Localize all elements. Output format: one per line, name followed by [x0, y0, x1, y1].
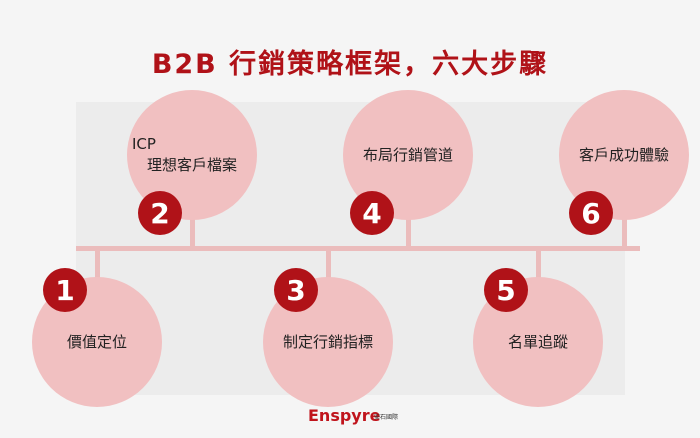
step-1-badge: 1 [43, 268, 87, 312]
connector-stem [536, 248, 541, 288]
timeline-bar [76, 246, 640, 251]
step-6-label: 客戶成功體驗 [578, 145, 669, 164]
step-5-label: 名單追蹤 [507, 332, 568, 351]
step-3-label: 制定行銷指標 [282, 332, 373, 351]
step-2-label-top: ICP [132, 135, 156, 153]
connector-stem [406, 210, 411, 248]
step-5-badge: 5 [484, 268, 528, 312]
brand-logo-subtitle: 安石國際 [374, 414, 399, 421]
connector-stem [326, 248, 331, 288]
step-2-label: 理想客戶檔案 [146, 156, 237, 174]
step-4-badge: 4 [350, 191, 394, 235]
step-2-badge: 2 [138, 191, 182, 235]
step-4-label: 布局行銷管道 [362, 145, 453, 164]
step-3-badge: 3 [274, 268, 318, 312]
brand-logo: Enspyre [308, 406, 381, 425]
connector-stem [190, 210, 195, 248]
step-1-label: 價值定位 [66, 332, 127, 351]
connector-stem [95, 248, 100, 288]
step-6-badge: 6 [569, 191, 613, 235]
connector-stem [622, 210, 627, 248]
page-title: B2B 行銷策略框架，六大步驟 [151, 49, 549, 80]
